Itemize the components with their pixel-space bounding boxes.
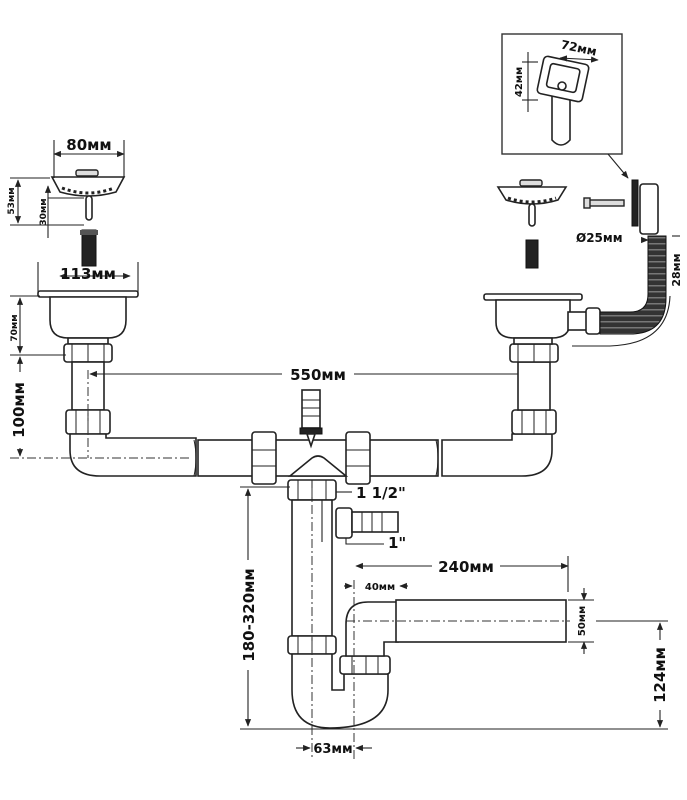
- bottle-trap: [287, 479, 567, 729]
- label-trap-offset: 40мм: [365, 582, 395, 593]
- center-tee: [193, 389, 439, 485]
- label-outlet-thread: 1 1/2": [356, 484, 406, 502]
- label-overflow-hose-diameter: Ø25мм: [576, 231, 623, 245]
- label-outlet-height: 124мм: [651, 647, 669, 703]
- overflow-hose: [583, 179, 667, 335]
- label-side-inlet: 1": [388, 534, 406, 552]
- label-strainer-height: 53мм: [7, 187, 17, 214]
- label-strainer-stem: 30мм: [39, 198, 49, 225]
- label-outlet-diameter: 50мм: [577, 606, 588, 636]
- left-sink-bowl: [37, 290, 197, 477]
- label-overflow-hose-wall: 28мм: [670, 253, 683, 286]
- overflow-inset: [501, 33, 629, 179]
- label-riser-length: 100мм: [10, 382, 28, 438]
- left-strainer: [50, 169, 126, 267]
- label-horizontal-reach: 240мм: [438, 558, 494, 576]
- label-bowl-diameter: 113мм: [60, 265, 116, 283]
- label-overall-height: 180-320мм: [240, 568, 258, 661]
- label-center-distance: 550мм: [290, 366, 346, 384]
- label-trap-width: 63мм: [313, 742, 352, 757]
- label-bowl-depth: 70мм: [10, 314, 20, 341]
- right-sink-bowl: [483, 293, 601, 345]
- label-strainer-diameter: 80мм: [66, 136, 111, 154]
- right-strainer: [496, 179, 568, 269]
- right-riser: [441, 343, 559, 477]
- label-overflow-height: 42мм: [514, 67, 525, 97]
